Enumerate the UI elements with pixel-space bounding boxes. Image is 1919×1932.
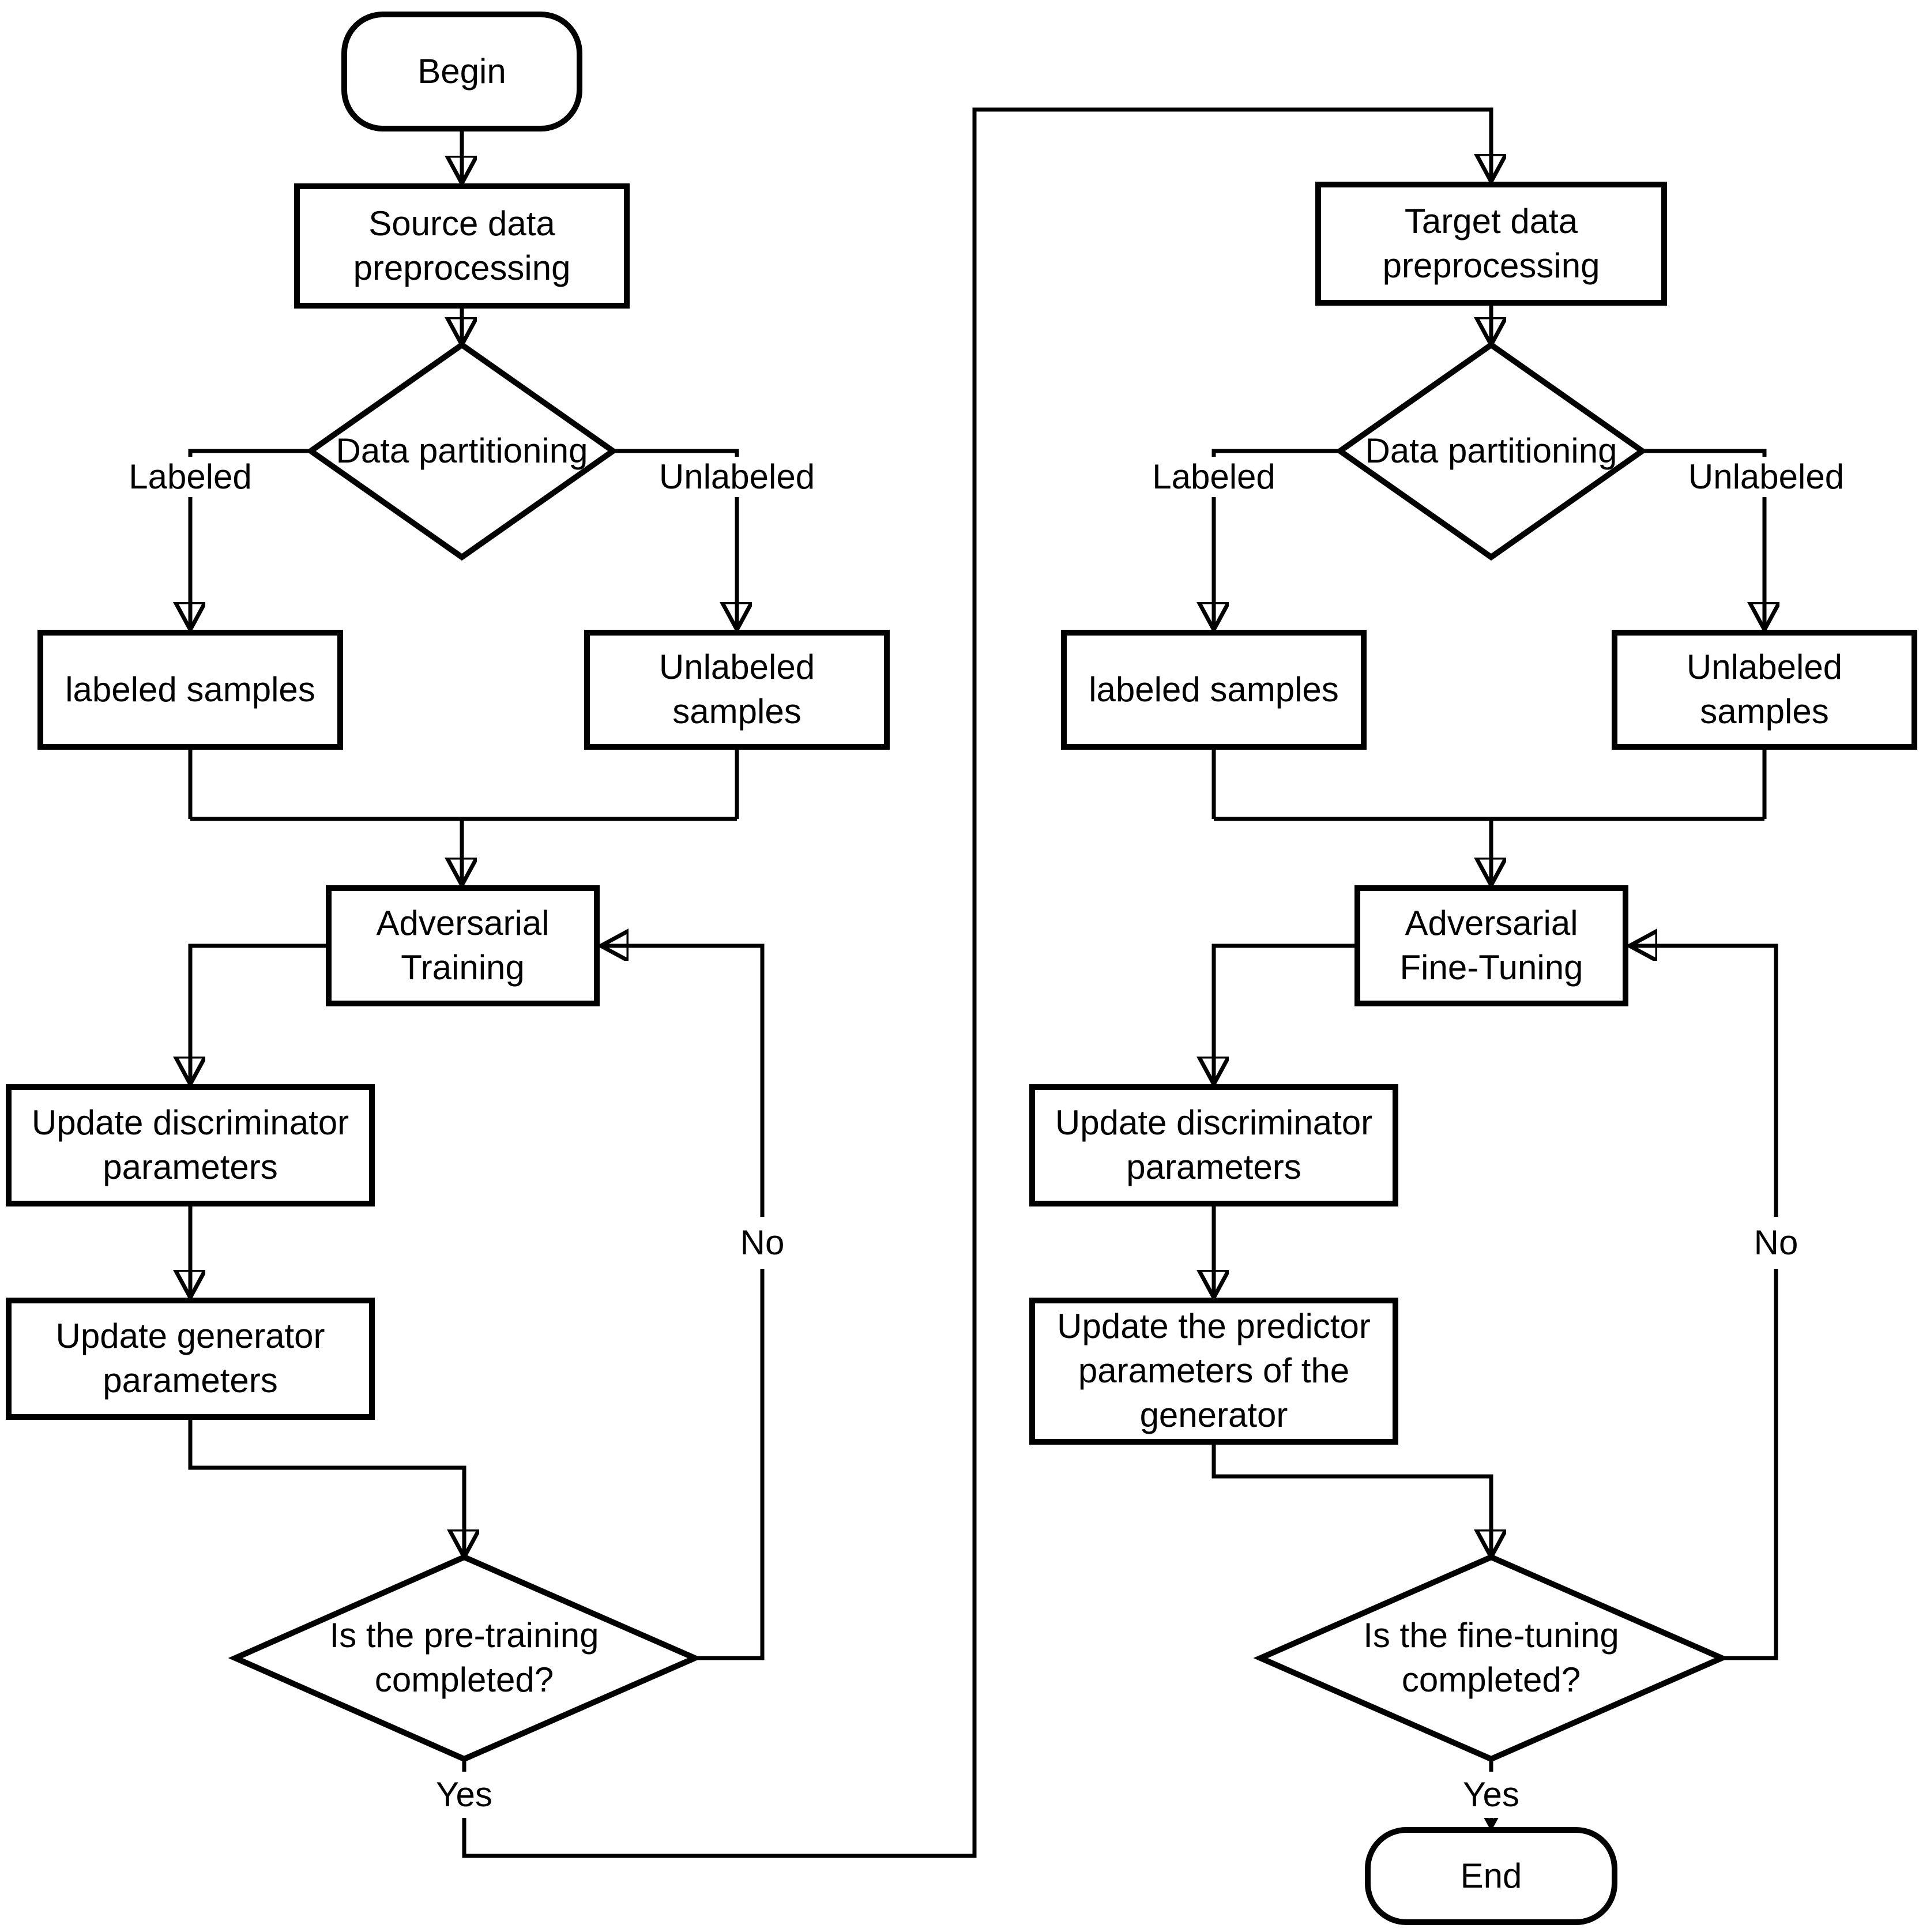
node-target-data-preprocessing: Target data preprocessing [1315, 182, 1667, 306]
node-end: End [1365, 1827, 1617, 1925]
node-update-discriminator-left: Update discriminator parameters [6, 1084, 375, 1206]
edge-label-labeled-right: Labeled [1138, 457, 1290, 497]
node-update-predictor: Update the predictor parameters of the g… [1029, 1298, 1398, 1445]
edge-partition-right-unlabeled [1642, 449, 1764, 629]
edge-label-unlabeled-right: Unlabeled [1671, 457, 1861, 497]
edge-training-to-update-discriminator-left [190, 944, 326, 1083]
node-adversarial-training: Adversarial Training [326, 885, 600, 1006]
edge-label-labeled-left: Labeled [114, 457, 266, 497]
node-begin: Begin [341, 12, 582, 131]
edge-label-no-right: No [1733, 1217, 1819, 1269]
edge-partition-left-unlabeled [613, 449, 737, 629]
edge-update-predictor-to-decision [1211, 1445, 1491, 1556]
diamond-pretraining-completed [228, 1554, 702, 1762]
node-source-data-preprocessing: Source data preprocessing [294, 183, 630, 309]
node-unlabeled-samples-right: Unlabeled samples [1612, 630, 1917, 750]
edge-label-unlabeled-left: Unlabeled [642, 457, 832, 497]
edge-merge-right [1211, 750, 1767, 821]
edge-partition-left-labeled [190, 449, 311, 629]
node-update-generator: Update generator parameters [6, 1298, 375, 1420]
edge-yes-left-to-target [462, 107, 1491, 1858]
edge-label-no-left: No [719, 1217, 806, 1269]
diamond-finetuning-completed [1253, 1554, 1729, 1762]
node-labeled-samples-right: labeled samples [1061, 630, 1367, 750]
edge-label-yes-left: Yes [412, 1772, 516, 1818]
node-unlabeled-samples-left: Unlabeled samples [584, 630, 890, 750]
edge-partition-right-labeled [1214, 449, 1340, 629]
edge-update-generator-to-decision [188, 1420, 464, 1556]
diamond-data-partitioning-right [1335, 341, 1647, 561]
edge-finetuning-to-update-discriminator-right [1214, 944, 1354, 1083]
node-labeled-samples-left: labeled samples [37, 630, 343, 750]
edge-merge-left [188, 750, 739, 821]
diamond-data-partitioning-left [306, 341, 618, 561]
edge-no-loop-right [1631, 946, 1778, 1660]
node-update-discriminator-right: Update discriminator parameters [1029, 1084, 1398, 1206]
edge-no-loop-left [602, 946, 765, 1660]
edge-label-yes-right: Yes [1439, 1772, 1543, 1818]
node-adversarial-finetuning: Adversarial Fine-Tuning [1354, 885, 1628, 1006]
